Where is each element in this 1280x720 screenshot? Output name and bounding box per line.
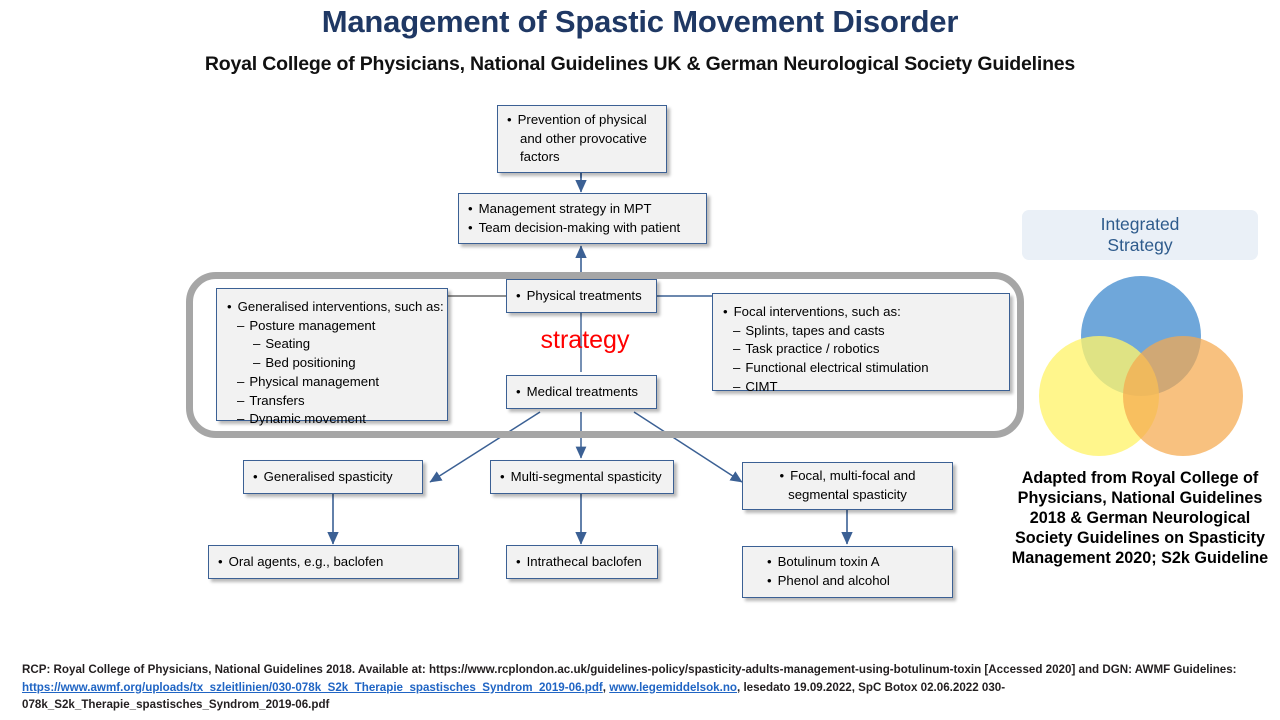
physical-treatments-label: Physical treatments (516, 287, 647, 306)
venn-circle-right (1123, 336, 1243, 456)
gen-int-item-6: Dynamic movement (227, 410, 437, 429)
generalised-spasticity-label: Generalised spasticity (253, 468, 413, 487)
footnote-part-3: , lesedato 19.09.2022, SpC Botox 02.06.2… (22, 680, 1006, 712)
footnote-link-legemiddelsok[interactable]: www.legemiddelsok.no (609, 680, 737, 694)
oral-agents-label: Oral agents, e.g., baclofen (218, 553, 449, 572)
box-physical-treatments[interactable]: Physical treatments (506, 279, 657, 313)
footnote: RCP: Royal College of Physicians, Nation… (22, 661, 1270, 714)
focal-spasticity-line-1: Focal, multi-focal and (780, 467, 915, 486)
prevention-line-1: Prevention of physical (507, 111, 657, 130)
gen-int-item-1: Posture management (227, 317, 437, 336)
gen-int-item-2: Seating (227, 335, 437, 354)
medical-treatments-label: Medical treatments (516, 383, 647, 402)
box-multisegmental-spasticity[interactable]: Multi-segmental spasticity (490, 460, 674, 494)
strategy-label: strategy (540, 326, 630, 354)
source-caption: Adapted from Royal College of Physicians… (1011, 469, 1269, 568)
page-subtitle: Royal College of Physicians, National Gu… (204, 53, 1076, 75)
venn-circle-left (1039, 336, 1159, 456)
box-medical-treatments[interactable]: Medical treatments (506, 375, 657, 409)
box-generalised-spasticity[interactable]: Generalised spasticity (243, 460, 423, 494)
box-oral-agents[interactable]: Oral agents, e.g., baclofen (208, 545, 459, 579)
gen-int-item-3: Bed positioning (227, 354, 437, 373)
prevention-line-2: and other provocative (520, 130, 647, 146)
box-management-strategy[interactable]: Management strategy in MPT Team decision… (458, 193, 707, 244)
gen-int-item-4: Physical management (227, 373, 437, 392)
strategy-frame (186, 272, 1024, 438)
integrated-strategy-line-2: Strategy (1107, 235, 1173, 255)
box-generalised-interventions[interactable]: Generalised interventions, such as: Post… (216, 288, 448, 426)
management-line-2: Team decision-making with patient (468, 219, 697, 238)
prevention-line-3: factors (520, 149, 560, 165)
box-intrathecal-baclofen[interactable]: Intrathecal baclofen (506, 545, 658, 579)
focal-int-item-1: Splints, tapes and casts (723, 322, 999, 341)
venn-diagram-icon (1039, 276, 1243, 456)
focal-int-item-4: CIMT (723, 378, 999, 397)
box-botulinum[interactable]: Botulinum toxin A Phenol and alcohol (742, 546, 953, 598)
integrated-strategy-line-1: Integrated (1100, 213, 1180, 234)
box-focal-interventions[interactable]: Focal interventions, such as: Splints, t… (712, 293, 1010, 394)
multisegmental-spasticity-label: Multi-segmental spasticity (500, 468, 664, 487)
box-prevention[interactable]: Prevention of physical and other provoca… (497, 105, 667, 173)
box-focal-spasticity[interactable]: Focal, multi-focal and segmental spastic… (742, 462, 953, 510)
page-title: Management of Spastic Movement Disorder (321, 4, 959, 39)
botulinum-line-2: Phenol and alcohol (767, 572, 943, 591)
focal-int-heading: Focal interventions, such as: (723, 303, 999, 322)
footnote-link-awmf[interactable]: https://www.awmf.org/uploads/tx_szleitli… (22, 680, 603, 694)
management-line-1: Management strategy in MPT (468, 200, 697, 219)
integrated-strategy-badge: Integrated Strategy (1022, 210, 1258, 260)
focal-int-item-3: Functional electrical stimulation (723, 359, 999, 378)
botulinum-line-1: Botulinum toxin A (767, 553, 943, 572)
focal-int-item-2: Task practice / robotics (723, 340, 999, 359)
intrathecal-label: Intrathecal baclofen (516, 553, 648, 572)
footnote-part-1: RCP: Royal College of Physicians, Nation… (22, 663, 1237, 676)
focal-spasticity-line-2: segmental spasticity (788, 487, 907, 502)
gen-int-heading: Generalised interventions, such as: (227, 298, 444, 317)
footnote-part-2: , (602, 680, 610, 694)
gen-int-item-5: Transfers (227, 392, 437, 411)
